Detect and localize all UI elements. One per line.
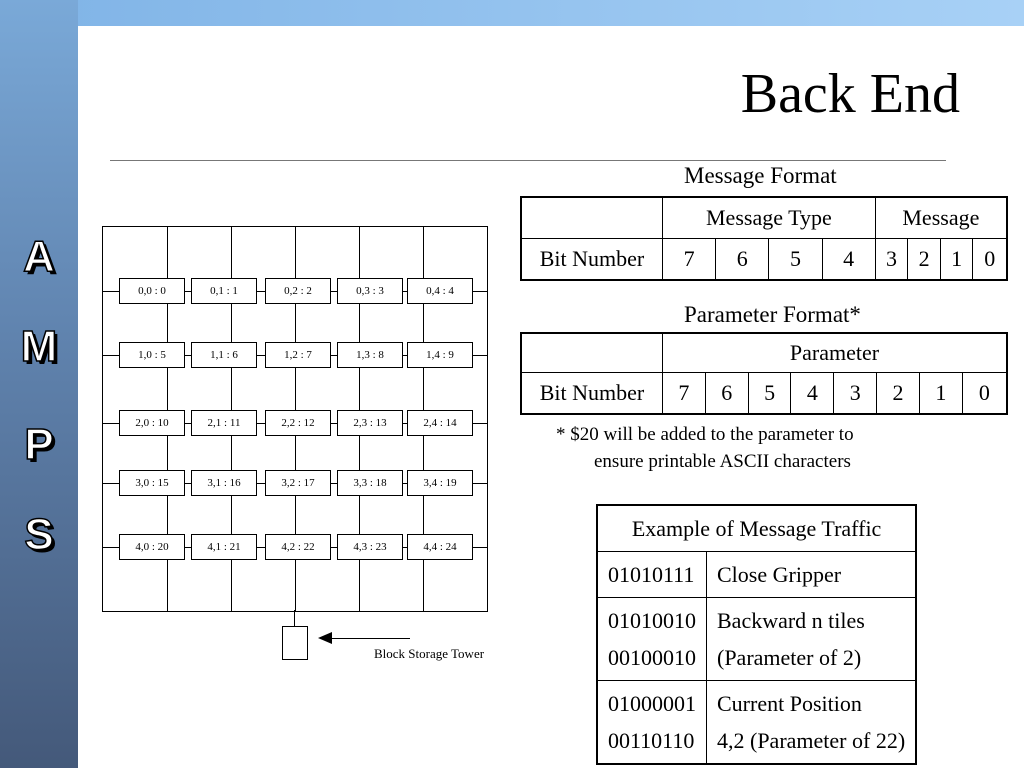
bit-cell: 1 — [939, 238, 974, 281]
grid-node: 2,3 : 13 — [337, 410, 403, 436]
traffic-code: 01010111 — [596, 551, 707, 598]
traffic-header: Example of Message Traffic — [596, 504, 917, 552]
traffic-code: 01000001 00110110 — [596, 680, 707, 765]
bit-cell: 6 — [715, 238, 770, 281]
bit-number-label: Bit Number — [520, 238, 663, 281]
traffic-code: 01010010 00100010 — [596, 597, 707, 681]
side-letter-a: A — [22, 231, 55, 282]
grid-node: 4,3 : 23 — [337, 534, 403, 560]
bit-cell: 2 — [907, 238, 941, 281]
grid-node: 4,0 : 20 — [119, 534, 185, 560]
bit-cell: 0 — [961, 372, 1008, 415]
grid-node: 0,1 : 1 — [191, 278, 257, 304]
parameter-format-corner — [520, 332, 663, 373]
grid-node: 0,4 : 4 — [407, 278, 473, 304]
grid-node: 1,3 : 8 — [337, 342, 403, 368]
message-header: Message — [874, 196, 1008, 239]
grid-node: 2,2 : 12 — [265, 410, 331, 436]
bit-cell: 1 — [918, 372, 963, 415]
parameter-header: Parameter — [662, 332, 1008, 373]
bit-cell: 5 — [747, 372, 792, 415]
parameter-note-line2: ensure printable ASCII characters — [594, 451, 851, 472]
bit-cell: 0 — [972, 238, 1008, 281]
grid-node: 2,4 : 14 — [407, 410, 473, 436]
side-letter-s: S — [24, 509, 55, 560]
grid-node: 0,0 : 0 — [119, 278, 185, 304]
grid-node: 3,4 : 19 — [407, 470, 473, 496]
side-banner: A M P S — [0, 0, 78, 768]
grid-node: 1,1 : 6 — [191, 342, 257, 368]
parameter-format-caption: Parameter Format* — [684, 302, 861, 327]
desc-line: Close Gripper — [717, 562, 842, 587]
traffic-desc: Close Gripper — [706, 551, 917, 598]
code-line: 00110110 — [608, 728, 695, 753]
parameter-format-table: Parameter Bit Number 7 6 5 4 3 2 1 0 — [520, 332, 1008, 415]
grid-node: 2,0 : 10 — [119, 410, 185, 436]
desc-line: 4,2 (Parameter of 22) — [717, 728, 906, 753]
bit-number-label: Bit Number — [520, 372, 663, 415]
bit-cell: 7 — [661, 238, 717, 281]
grid-node: 0,2 : 2 — [265, 278, 331, 304]
grid-node: 3,2 : 17 — [265, 470, 331, 496]
message-traffic-table: Example of Message Traffic 01010111 Clos… — [596, 504, 918, 765]
bit-cell: 3 — [833, 372, 878, 415]
grid-node: 1,2 : 7 — [265, 342, 331, 368]
code-line: 00100010 — [608, 645, 696, 670]
message-format-corner — [520, 196, 663, 239]
code-line: 01000001 — [608, 691, 696, 716]
desc-line: Current Position — [717, 691, 862, 716]
side-letter-p: P — [24, 419, 55, 470]
code-line: 01010010 — [608, 608, 696, 633]
grid-node: 3,1 : 16 — [191, 470, 257, 496]
table-row: 01010111 Close Gripper — [596, 551, 917, 598]
grid-node: 4,1 : 21 — [191, 534, 257, 560]
table-row: 01000001 00110110 Current Position 4,2 (… — [596, 680, 917, 765]
parameter-note-line1: * $20 will be added to the parameter to — [556, 424, 854, 445]
top-banner — [0, 0, 1024, 26]
traffic-desc: Current Position 4,2 (Parameter of 22) — [706, 680, 917, 765]
message-format-caption: Message Format — [684, 163, 837, 188]
grid-node: 1,4 : 9 — [407, 342, 473, 368]
bit-cell: 6 — [704, 372, 749, 415]
table-row: 01010010 00100010 Backward n tiles (Para… — [596, 597, 917, 681]
bit-cell: 4 — [790, 372, 835, 415]
code-line: 01010111 — [608, 562, 695, 587]
tower-connector — [294, 610, 295, 626]
bit-cell: 7 — [662, 372, 706, 415]
grid-node: 0,3 : 3 — [337, 278, 403, 304]
tower-arrow-shaft — [324, 638, 410, 639]
side-letter-m: M — [20, 321, 58, 372]
block-storage-tower — [282, 626, 308, 660]
tower-arrow-icon — [318, 632, 332, 644]
grid-node: 4,4 : 24 — [407, 534, 473, 560]
desc-line: Backward n tiles — [717, 608, 865, 633]
traffic-desc: Backward n tiles (Parameter of 2) — [706, 597, 917, 681]
bit-cell: 4 — [821, 238, 876, 281]
grid-node: 3,0 : 15 — [119, 470, 185, 496]
bit-cell: 3 — [874, 238, 909, 281]
title-divider — [110, 160, 946, 161]
slide-title: Back End — [740, 63, 960, 125]
grid-node: 4,2 : 22 — [265, 534, 331, 560]
desc-line: (Parameter of 2) — [717, 645, 862, 670]
message-type-header: Message Type — [662, 196, 876, 239]
bit-cell: 2 — [876, 372, 920, 415]
grid-node: 2,1 : 11 — [191, 410, 257, 436]
message-format-table: Message Type Message Bit Number 7 6 5 4 … — [520, 196, 1008, 281]
grid-node: 1,0 : 5 — [119, 342, 185, 368]
tower-label: Block Storage Tower — [374, 646, 485, 661]
bit-cell: 5 — [768, 238, 823, 281]
grid-node: 3,3 : 18 — [337, 470, 403, 496]
